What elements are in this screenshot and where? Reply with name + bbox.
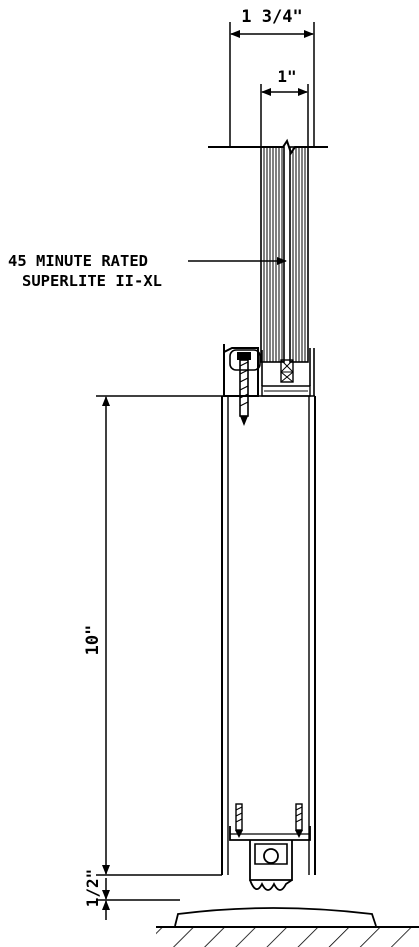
screw-icon bbox=[237, 352, 251, 426]
glass-rating-callout: 45 MINUTE RATED SUPERLITE II-XL bbox=[8, 252, 287, 290]
total-width-label: 1 3/4" bbox=[241, 7, 302, 27]
dimension-total-width: 1 3/4" bbox=[229, 7, 315, 146]
glass-rating-line1: 45 MINUTE RATED bbox=[8, 252, 148, 270]
glass-width-label: 1" bbox=[277, 67, 296, 86]
threshold-gap-label: 1/2" bbox=[83, 869, 102, 908]
floor-section bbox=[156, 926, 419, 947]
dimension-glass-width: 1" bbox=[260, 67, 309, 146]
bottom-rail-height-label: 10" bbox=[83, 625, 103, 656]
door-bottom-seal bbox=[229, 826, 311, 891]
fire-rated-glass bbox=[260, 146, 309, 383]
glass-rating-line2: SUPERLITE II-XL bbox=[22, 272, 162, 290]
dimension-threshold-gap: 1/2" bbox=[83, 869, 180, 920]
screw-icon bbox=[235, 803, 243, 838]
screw-icon bbox=[295, 803, 303, 838]
door-bottom-rail bbox=[221, 395, 316, 875]
glazing-stop bbox=[223, 344, 315, 397]
threshold bbox=[174, 907, 377, 927]
dimension-bottom-rail-height: 10" bbox=[83, 395, 222, 876]
